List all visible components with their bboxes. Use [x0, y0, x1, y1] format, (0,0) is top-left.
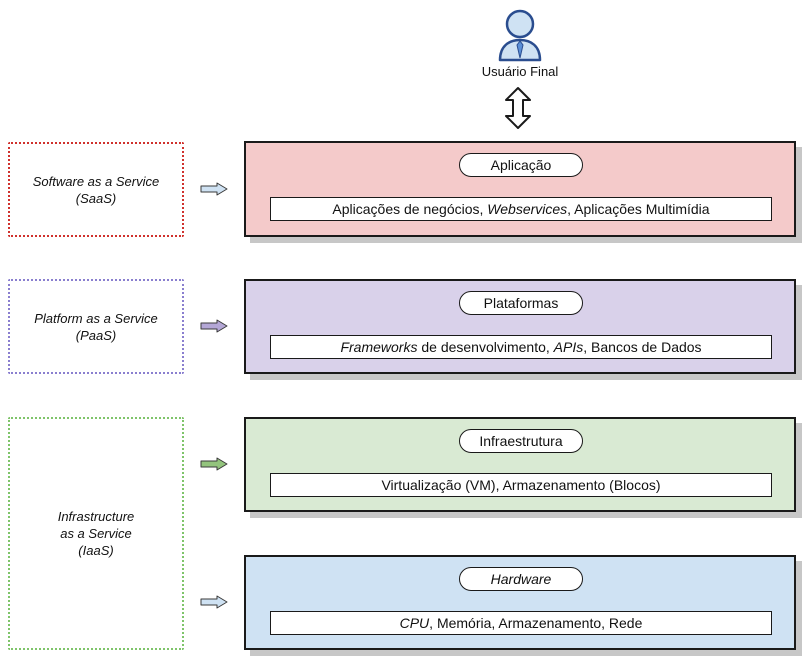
- item-text: Frameworks: [340, 339, 418, 355]
- arrow-shape: [200, 457, 228, 471]
- layer-title: Aplicação: [459, 153, 583, 177]
- item-text: APIs: [553, 339, 584, 355]
- right-arrow-icon: [200, 457, 228, 471]
- iaas-model-box: Infrastructure as a Service (IaaS): [8, 417, 184, 650]
- layer-items-bar: Frameworks de desenvolvimento, APIs, Ban…: [270, 335, 772, 359]
- hardware-layer: Hardware CPU, Memória, Armazenamento, Re…: [244, 555, 796, 650]
- layer-items-bar: CPU, Memória, Armazenamento, Rede: [270, 611, 772, 635]
- model-label-line: as a Service: [60, 526, 132, 541]
- item-text: Webservices: [487, 201, 568, 217]
- layer-items-bar: Virtualização (VM), Armazenamento (Bloco…: [270, 473, 772, 497]
- right-arrow-icon: [200, 182, 228, 196]
- end-user-label: Usuário Final: [481, 64, 559, 79]
- saas-model-box: Software as a Service (SaaS): [8, 142, 184, 237]
- arrow-shape: [200, 595, 228, 609]
- arrow-shape: [200, 182, 228, 196]
- item-text: , Aplicações Multimídia: [567, 201, 710, 217]
- arrow-shape: [200, 319, 228, 333]
- layer-title: Plataformas: [459, 291, 583, 315]
- up-down-arrow-icon: [505, 87, 531, 129]
- layer-items-bar: Aplicações de negócios, Webservices, Apl…: [270, 197, 772, 221]
- platform-layer: Plataformas Frameworks de desenvolviment…: [244, 279, 796, 374]
- model-label-line: (SaaS): [75, 190, 117, 206]
- right-arrow-icon: [200, 595, 228, 609]
- model-label-line: (PaaS): [75, 327, 117, 343]
- item-text: CPU: [399, 615, 430, 631]
- model-label-line: (IaaS): [78, 543, 114, 558]
- right-arrow-icon: [200, 319, 228, 333]
- application-layer: Aplicação Aplicações de negócios, Webser…: [244, 141, 796, 237]
- item-text: Virtualização (VM), Armazenamento (Bloco…: [381, 477, 661, 493]
- item-text: de desenvolvimento,: [417, 339, 554, 355]
- item-text: , Memória, Armazenamento, Rede: [429, 615, 643, 631]
- layer-title: Infraestrutura: [459, 429, 583, 453]
- model-label-line: Software as a Service: [32, 173, 160, 189]
- item-text: Aplicações de negócios,: [332, 201, 488, 217]
- model-label-line: Infrastructure: [57, 509, 135, 524]
- item-text: , Bancos de Dados: [583, 339, 702, 355]
- paas-model-box: Platform as a Service (PaaS): [8, 279, 184, 374]
- infrastructure-layer: Infraestrutura Virtualização (VM), Armaz…: [244, 417, 796, 512]
- user-icon: [498, 9, 542, 62]
- layer-title: Hardware: [459, 567, 583, 591]
- model-label-line: Platform as a Service: [34, 310, 158, 326]
